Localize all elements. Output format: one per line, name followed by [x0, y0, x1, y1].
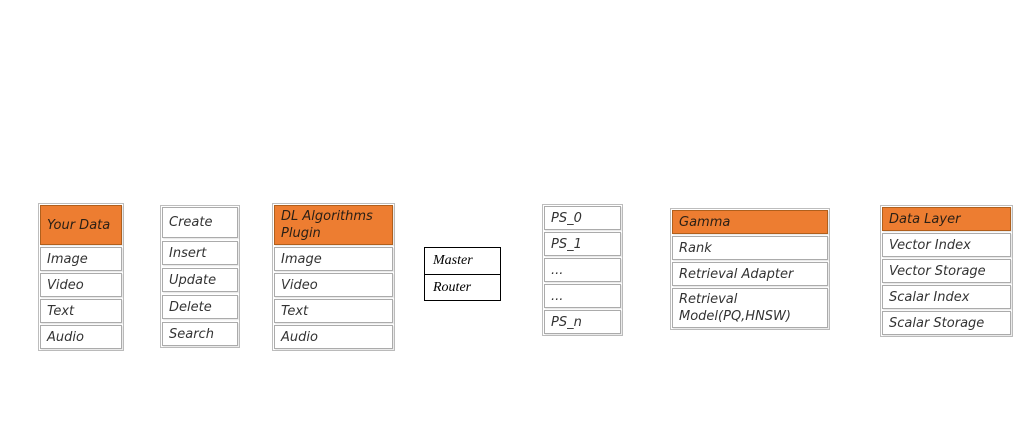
gamma-row-retrieval-adapter: Retrieval Adapter — [672, 262, 828, 286]
your-data-row-image: Image — [40, 247, 122, 271]
partition-servers-table: PS_0 PS_1 ... ... PS_n — [542, 204, 623, 336]
operations-row-create: Create — [162, 207, 238, 238]
dl-plugin-row-video: Video — [274, 273, 393, 297]
dl-plugin-header: DL Algorithms Plugin — [274, 205, 393, 245]
data-layer-row-scalar-index: Scalar Index — [882, 285, 1011, 309]
dl-plugin-row-image: Image — [274, 247, 393, 271]
ps-row-0: PS_0 — [544, 206, 621, 230]
data-layer-table: Data Layer Vector Index Vector Storage S… — [880, 205, 1013, 337]
gamma-row-rank: Rank — [672, 236, 828, 260]
your-data-row-audio: Audio — [40, 325, 122, 349]
data-layer-header: Data Layer — [882, 207, 1011, 231]
operations-row-update: Update — [162, 268, 238, 292]
gamma-table: Gamma Rank Retrieval Adapter Retrieval M… — [670, 208, 830, 330]
data-layer-row-vector-storage: Vector Storage — [882, 259, 1011, 283]
master-router-box: Master Router — [424, 247, 501, 301]
operations-row-delete: Delete — [162, 295, 238, 319]
data-layer-row-vector-index: Vector Index — [882, 233, 1011, 257]
gamma-row-retrieval-model: Retrieval Model(PQ,HNSW) — [672, 288, 828, 328]
master-router-row-master: Master — [433, 253, 473, 268]
dl-plugin-row-audio: Audio — [274, 325, 393, 349]
your-data-row-video: Video — [40, 273, 122, 297]
ps-row-1: PS_1 — [544, 232, 621, 256]
ps-row-ellipsis-1: ... — [544, 258, 621, 282]
ps-row-ellipsis-2: ... — [544, 284, 621, 308]
operations-row-insert: Insert — [162, 241, 238, 265]
data-layer-row-scalar-storage: Scalar Storage — [882, 311, 1011, 335]
ps-row-n: PS_n — [544, 310, 621, 334]
master-router-row-router: Router — [425, 274, 500, 300]
your-data-header: Your Data — [40, 205, 122, 245]
your-data-row-text: Text — [40, 299, 122, 323]
dl-plugin-row-text: Text — [274, 299, 393, 323]
gamma-header: Gamma — [672, 210, 828, 234]
operations-table: Create Insert Update Delete Search — [160, 205, 240, 348]
dl-plugin-table: DL Algorithms Plugin Image Video Text Au… — [272, 203, 395, 351]
operations-row-search: Search — [162, 322, 238, 346]
your-data-table: Your Data Image Video Text Audio — [38, 203, 124, 351]
